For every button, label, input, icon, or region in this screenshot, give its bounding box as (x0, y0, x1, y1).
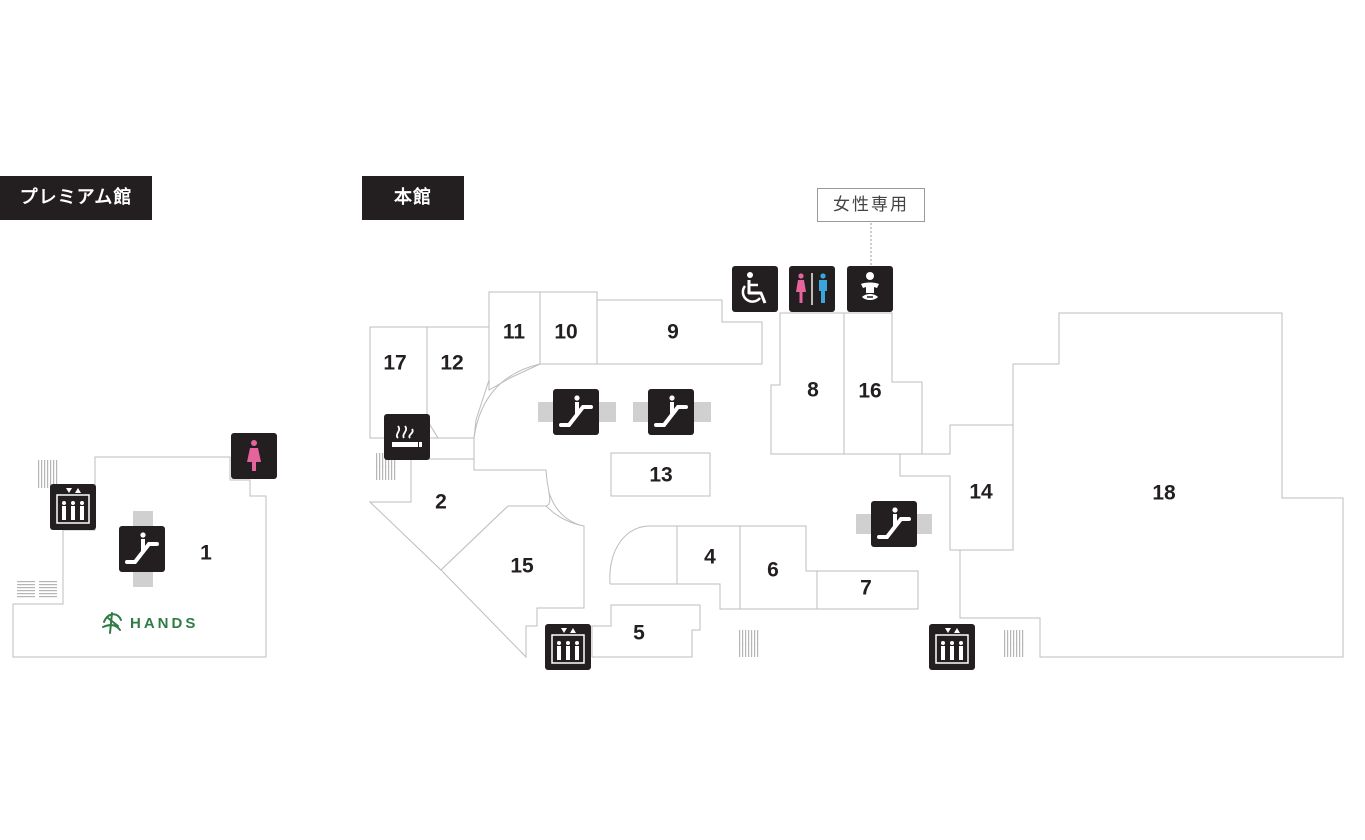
stairs-hatch (38, 460, 58, 474)
stairs-hatch (39, 581, 57, 598)
atrium-outline (473, 363, 584, 527)
svg-text:HANDS: HANDS (130, 615, 198, 632)
store-8[interactable]: 8 (807, 379, 819, 402)
wheelchair-icon[interactable] (730, 264, 780, 314)
stairs-hatch (1004, 630, 1024, 644)
stairs-hatch (1004, 643, 1024, 657)
store-9-area[interactable] (596, 299, 763, 365)
store-6[interactable]: 6 (767, 559, 779, 582)
store-9[interactable]: 9 (667, 321, 679, 344)
baby-care-icon[interactable] (846, 265, 894, 313)
premium-building-label: プレミアム館 (0, 176, 152, 220)
store-5[interactable]: 5 (633, 622, 645, 645)
elevator-icon[interactable] (928, 623, 976, 671)
store-18[interactable]: 18 (1152, 482, 1176, 505)
store-1[interactable]: 1 (200, 542, 212, 565)
store-2[interactable]: 2 (435, 491, 447, 514)
stairs-hatch (739, 643, 759, 657)
main-building-label: 本館 (362, 176, 464, 220)
core-outline (609, 525, 677, 585)
store-7-area[interactable] (816, 570, 919, 610)
hands-logo: HANDS (102, 612, 198, 634)
store-12[interactable]: 12 (440, 352, 463, 375)
store-12-area[interactable] (426, 326, 490, 439)
stairs-hatch (376, 466, 396, 480)
escalator-icon[interactable] (117, 524, 167, 574)
escalator-icon[interactable] (551, 387, 601, 437)
escalator-icon[interactable] (869, 499, 919, 549)
stairs-hatch (739, 630, 759, 644)
womens-restroom-icon[interactable] (231, 433, 277, 479)
store-5-area[interactable] (591, 604, 701, 658)
store-4[interactable]: 4 (704, 546, 716, 569)
store-13[interactable]: 13 (649, 464, 672, 487)
store-16[interactable]: 16 (858, 380, 881, 403)
restroom-icon[interactable] (789, 266, 835, 312)
store-13-area[interactable] (610, 452, 711, 497)
store-7[interactable]: 7 (860, 577, 872, 600)
store-17[interactable]: 17 (383, 352, 406, 375)
stairs-hatch (17, 581, 35, 598)
store-10[interactable]: 10 (554, 321, 577, 344)
store-15-area[interactable] (440, 505, 585, 659)
store-16-area[interactable] (843, 312, 923, 455)
elevator-icon[interactable] (544, 623, 592, 671)
store-14[interactable]: 14 (969, 481, 993, 504)
elevator-icon[interactable] (49, 483, 97, 531)
store-11[interactable]: 11 (503, 321, 526, 344)
store-15[interactable]: 15 (510, 555, 534, 578)
smoking-area-icon[interactable] (383, 413, 431, 461)
store-18-area[interactable] (959, 312, 1344, 658)
store-11-area[interactable] (488, 291, 541, 391)
women-only-label: 女性専用 (817, 188, 925, 222)
escalator-icon[interactable] (646, 387, 696, 437)
